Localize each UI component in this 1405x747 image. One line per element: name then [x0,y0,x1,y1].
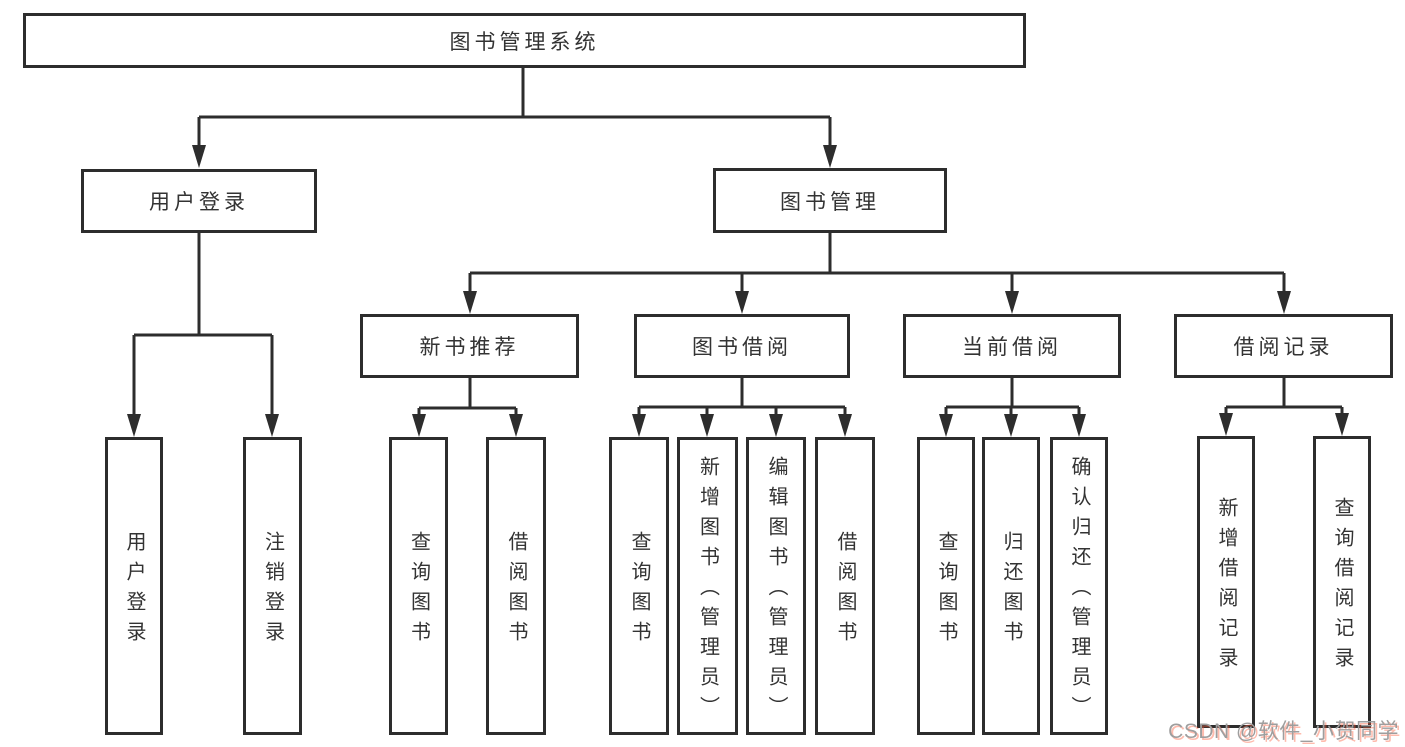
leaf-borrow-books-recommend: 借阅图书 [486,437,546,735]
leaf-return-books: 归还图书 [982,437,1040,735]
leaf-label: 借阅图书 [505,531,527,651]
leaf-label: 借阅图书 [834,531,856,651]
leaf-query-books-recommend: 查询图书 [389,437,448,735]
leaf-label: 确认归还（管理员） [1068,456,1090,726]
node-borrowing-records: 借阅记录 [1174,314,1393,378]
node-label: 新书推荐 [419,336,520,359]
node-new-book-recommend: 新书推荐 [360,314,579,378]
leaf-label: 编辑图书（管理员） [765,456,787,726]
node-label: 用户登录 [149,191,249,214]
leaf-logout-login: 注销登录 [243,437,302,735]
leaf-label: 用户登录 [123,531,145,651]
leaf-confirm-return-admin: 确认归还（管理员） [1050,437,1108,735]
leaf-user-login: 用户登录 [105,437,163,735]
leaf-add-borrow-record: 新增借阅记录 [1197,436,1255,728]
leaf-label: 归还图书 [1000,531,1022,651]
node-book-management-branch: 图书管理 [713,168,947,233]
leaf-label: 查询图书 [407,531,430,651]
leaf-label: 新增图书（管理员） [696,456,719,726]
leaf-edit-book-admin: 编辑图书（管理员） [746,437,806,735]
csdn-watermark: CSDN @软件_小贺同学 [1168,720,1399,743]
leaf-label: 注销登录 [261,531,284,651]
node-label: 图书管理 [780,190,880,214]
leaf-label: 新增借阅记录 [1215,497,1237,677]
node-label: 当前借阅 [962,336,1062,359]
node-label: 图书借阅 [692,336,792,359]
leaf-label: 查询借阅记录 [1331,497,1353,677]
node-root-system: 图书管理系统 [23,13,1026,68]
leaf-borrow-books-borrowing: 借阅图书 [815,437,875,735]
node-label: 借阅记录 [1233,336,1334,359]
node-current-borrowing: 当前借阅 [903,314,1121,378]
node-label: 图书管理系统 [449,30,600,54]
leaf-label: 查询图书 [628,531,650,651]
leaf-query-books-current: 查询图书 [917,437,975,735]
node-user-login-branch: 用户登录 [81,169,317,233]
leaf-query-books-borrowing: 查询图书 [609,437,669,735]
leaf-query-borrow-record: 查询借阅记录 [1313,436,1371,728]
node-book-borrowing: 图书借阅 [634,314,850,378]
leaf-add-book-admin: 新增图书（管理员） [677,437,738,735]
leaf-label: 查询图书 [935,531,957,651]
